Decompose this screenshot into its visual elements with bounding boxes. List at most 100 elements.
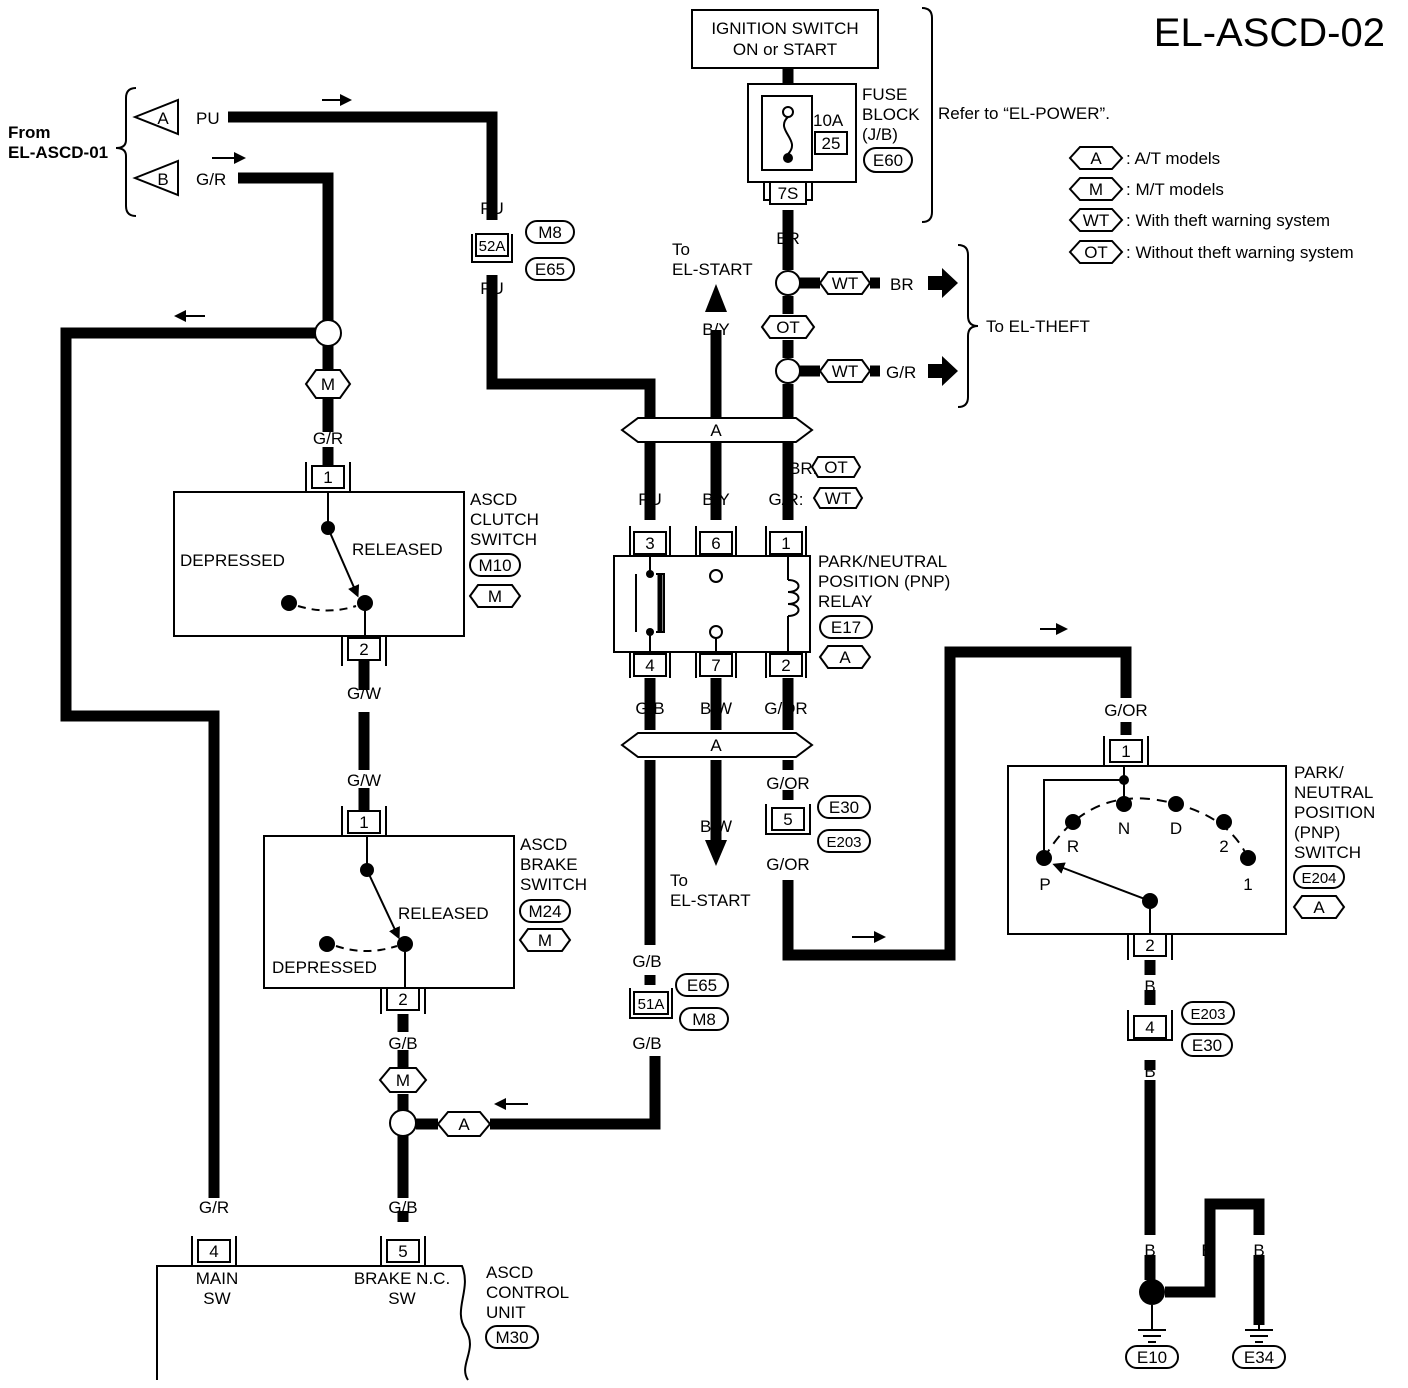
brake-contact-released — [397, 936, 413, 952]
brake-switch-body — [263, 835, 515, 989]
ground-splice-node — [1139, 1279, 1165, 1305]
legend-code: M — [1089, 180, 1103, 199]
brake-switch: G/W 1 RELEASED DEPRESSED 2 ASCD BRAKE SW… — [263, 771, 587, 1137]
junction-51a-ref-1-oval — [675, 973, 729, 997]
junction-52a-ref-1-oval — [525, 220, 575, 244]
legend-text: : M/T models — [1126, 180, 1224, 199]
cu-name-2: CONTROL — [486, 1283, 569, 1302]
junction-51a-id: 51A — [638, 996, 665, 1013]
clutch-m-tag — [304, 369, 352, 399]
to-start-label: To — [672, 240, 690, 259]
cu-pin-brake: 5 — [398, 1242, 407, 1261]
pnp-switch: G/OR 1 P R N D 2 1 2 PARK/ NEUTRAL POSIT… — [1007, 701, 1375, 960]
bus-a-bottom-label: A — [710, 736, 722, 755]
relay-pin-bottom-3: 2 — [781, 656, 790, 675]
refer-el-power[interactable]: Refer to “EL-POWER”. — [938, 104, 1110, 123]
pnp-pin-out: 2 — [1145, 936, 1154, 955]
clutch-model-code: M — [488, 587, 502, 606]
fuse-element-icon — [782, 116, 794, 155]
ground-e34-icon — [1245, 1325, 1273, 1343]
pnp-pin-in: 1 — [1121, 742, 1130, 761]
from-ref-link[interactable]: EL-ASCD-01 — [8, 143, 108, 162]
legend-item-ot: OT : Without theft warning system — [1068, 240, 1354, 264]
relay-wire-bottom-2: B/W — [700, 699, 732, 718]
cu-label-brake-1: BRAKE N.C. — [354, 1269, 450, 1288]
ground-e34-oval — [1232, 1345, 1286, 1369]
relay-pin-bottom-2: 7 — [711, 656, 720, 675]
connector-b-label: B — [157, 170, 168, 189]
brake-pin-in: 1 — [359, 813, 368, 832]
pnp-pin-in-box — [1109, 739, 1143, 763]
junction-52a-box — [475, 233, 509, 257]
power-block: IGNITION SWITCH ON or START 10A 25 FUSE … — [691, 7, 1110, 248]
splice-gr — [314, 319, 342, 347]
fuse-terminal-bottom — [783, 153, 793, 163]
relay-pin-bottom-1: 4 — [645, 656, 654, 675]
fuse-label-3: (J/B) — [862, 125, 898, 144]
pnp-pos-n — [1116, 796, 1132, 812]
relay-pin-top-box — [633, 531, 667, 555]
legend-text: : Without theft warning system — [1126, 243, 1354, 262]
relay-pin-bottom-box — [633, 653, 667, 677]
legend-hex-icon — [1068, 240, 1124, 264]
relay-pin-top-2: 6 — [711, 534, 720, 553]
cu-pin-main: 4 — [209, 1242, 218, 1261]
pnp-relay: BR: OT WT PU B/Y G/R: 3 6 1 4 7 — [613, 456, 950, 718]
tag-wt-1 — [818, 271, 872, 295]
wire-gb-a-branch — [490, 1056, 661, 1130]
pnp-label-p: P — [1039, 875, 1050, 894]
to-start-ref-link[interactable]: EL-START — [672, 260, 753, 279]
fuse-rating: 10A — [813, 111, 844, 130]
pnp-connector-oval — [1293, 865, 1345, 889]
cu-body — [156, 1265, 471, 1381]
relay-contact-dot — [646, 628, 654, 636]
to-el-theft-link[interactable]: To EL-THEFT — [986, 317, 1090, 336]
clutch-connector-oval — [469, 553, 521, 577]
relay-pin-bracket — [695, 651, 737, 678]
flow-arrows — [174, 94, 1068, 1110]
tag-wt-1-label: WT — [832, 274, 858, 293]
ignition-line-1: IGNITION SWITCH — [711, 19, 858, 38]
ground-pin: 4 — [1145, 1018, 1154, 1037]
bus-a-top-shape — [620, 417, 814, 443]
wire-gr-main — [60, 327, 316, 1198]
ground-pin-box — [1133, 1015, 1167, 1039]
pnp-pos-2 — [1216, 814, 1232, 830]
clutch-switch-body — [173, 491, 465, 637]
brake-contact-depressed — [319, 936, 335, 952]
legend: A : A/T models M : M/T models WT : With … — [1068, 146, 1354, 264]
connector-b-tag — [132, 159, 179, 197]
clutch-pin-in: 1 — [323, 468, 332, 487]
relay-pin-bracket — [765, 526, 807, 557]
cu-wire-main: G/R — [199, 1198, 229, 1217]
pnp-label-r: R — [1067, 837, 1079, 856]
ground-e10-id: E10 — [1137, 1348, 1167, 1367]
start-up-block: To EL-START B/Y — [672, 240, 753, 339]
junction-52a-ref-1: M8 — [538, 223, 562, 242]
junction-52a-bracket — [471, 234, 513, 263]
wire-b-e34 — [1165, 1198, 1265, 1298]
legend-text: : A/T models — [1126, 149, 1220, 168]
splice-theft-gr — [775, 358, 801, 384]
wire-label-theft-gr: G/R — [886, 363, 916, 382]
pnp-label-2: 2 — [1219, 837, 1228, 856]
relay-br-label: BR: — [789, 459, 817, 478]
splice-gb — [389, 1109, 417, 1137]
clutch-pin-in-box — [311, 465, 345, 489]
pnp-name-2: NEUTRAL — [1294, 783, 1373, 802]
cu-label-main-1: MAIN — [196, 1269, 239, 1288]
pnp-model-code: A — [1313, 898, 1325, 917]
clutch-contact-released — [357, 595, 373, 611]
wire-gor-loop — [782, 646, 1132, 961]
ground-wire-3: B — [1144, 1241, 1155, 1260]
wire-label-br: BR — [776, 229, 800, 248]
clutch-m-code: M — [321, 375, 335, 394]
clutch-connector-id: M10 — [478, 556, 511, 575]
clutch-contact-depressed — [281, 595, 297, 611]
clutch-switch: M G/R 1 DEPRESSED RELEASED 2 ASCD CLUTCH… — [173, 319, 539, 703]
to-start-ref-link-2[interactable]: EL-START — [670, 891, 751, 910]
arrow-right-icon — [928, 268, 958, 298]
brake-state-released: RELEASED — [398, 904, 489, 923]
junction-5: G/OR 5 E30 E203 G/OR — [765, 774, 871, 874]
junction-52a-ref-2: E65 — [535, 260, 565, 279]
